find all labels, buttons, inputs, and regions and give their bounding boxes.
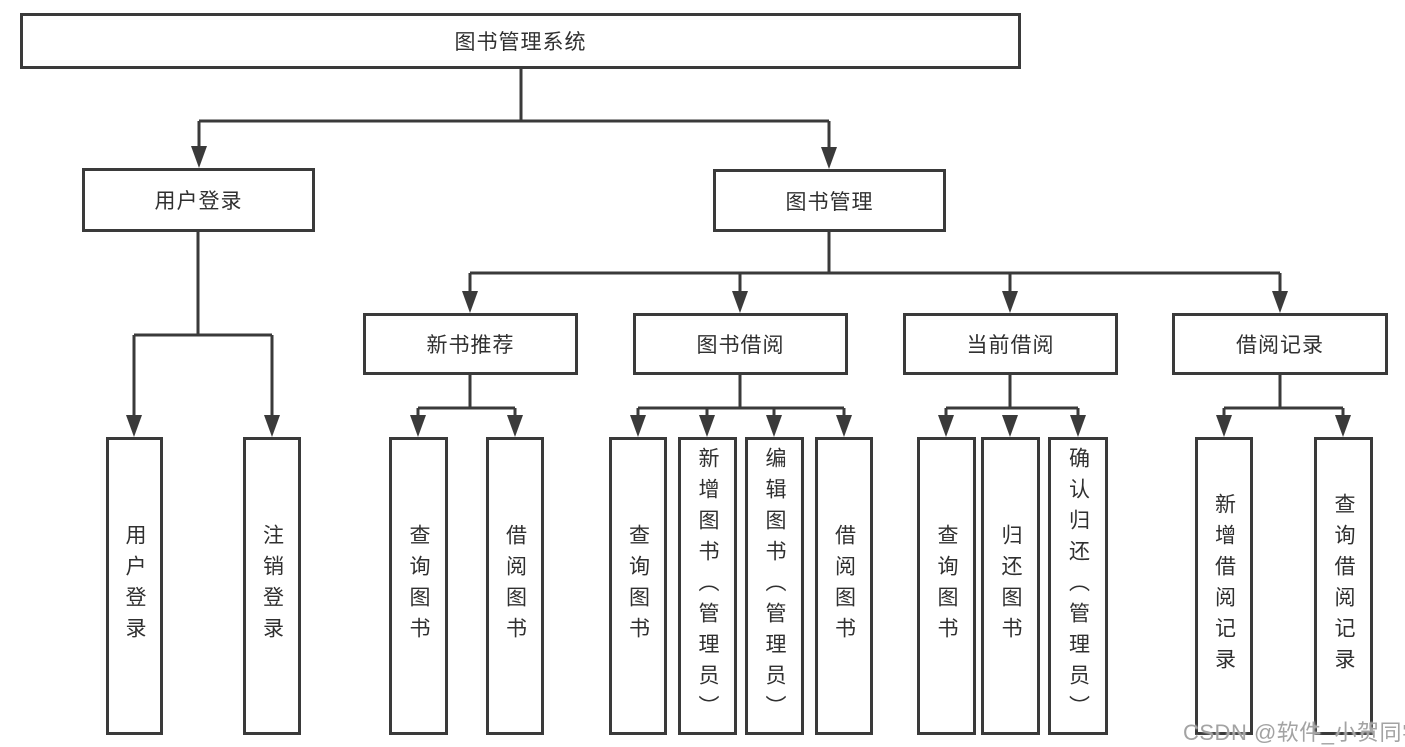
arrowheads — [126, 146, 1351, 437]
leaf-return-books: 归还图书 — [981, 437, 1040, 735]
node-borrowing-records: 借阅记录 — [1172, 313, 1388, 375]
node-book-borrowing: 图书借阅 — [633, 313, 848, 375]
leaf-confirm-return-admin: 确认归还（管理员） — [1048, 437, 1108, 735]
leaf-borrow-books: 借阅图书 — [815, 437, 873, 735]
leaf-borrow-books-newbook: 借阅图书 — [486, 437, 544, 735]
node-user-login: 用户登录 — [82, 168, 315, 232]
node-book-management: 图书管理 — [713, 169, 946, 232]
leaf-user-login: 用户登录 — [106, 437, 163, 735]
leaf-add-books-admin: 新增图书（管理员） — [678, 437, 737, 735]
leaf-query-books-current: 查询图书 — [917, 437, 976, 735]
leaf-query-books-newbook: 查询图书 — [389, 437, 448, 735]
node-root-library-system: 图书管理系统 — [20, 13, 1021, 69]
csdn-watermark: CSDN @软件_小贺同学 — [1183, 720, 1405, 745]
node-new-book-recommend: 新书推荐 — [363, 313, 578, 375]
leaf-query-books-borrow: 查询图书 — [609, 437, 667, 735]
leaf-add-borrow-record: 新增借阅记录 — [1195, 437, 1253, 735]
leaf-query-borrow-record: 查询借阅记录 — [1314, 437, 1373, 735]
leaf-edit-books-admin: 编辑图书（管理员） — [745, 437, 804, 735]
leaf-logout: 注销登录 — [243, 437, 301, 735]
node-current-borrowing: 当前借阅 — [903, 313, 1118, 375]
